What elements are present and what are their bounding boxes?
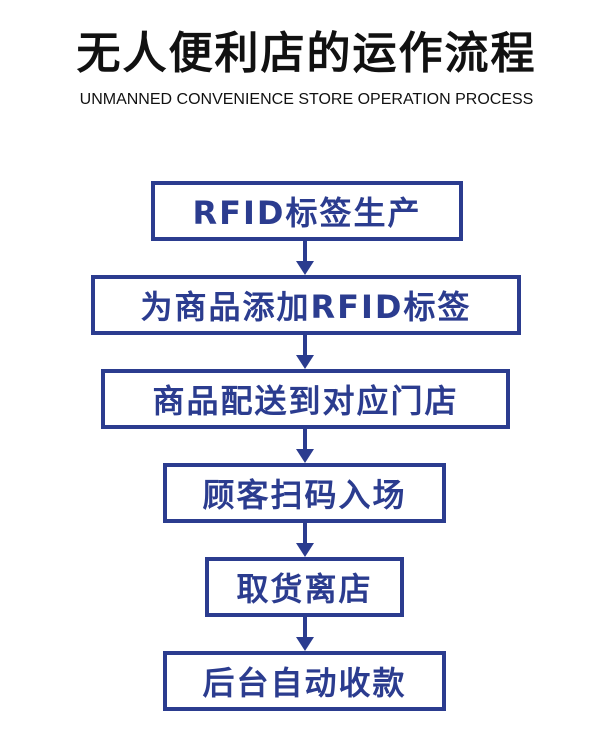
step-deliver-to-store: 商品配送到对应门店 — [101, 369, 510, 429]
step-customer-scan-entry: 顾客扫码入场 — [163, 463, 446, 523]
step-rfid-tag-production: RFID标签生产 — [151, 181, 463, 241]
arrow-down-icon — [295, 429, 315, 463]
arrow-down-icon — [295, 523, 315, 557]
page-subtitle: UNMANNED CONVENIENCE STORE OPERATION PRO… — [79, 91, 534, 108]
step-pick-up-and-leave: 取货离店 — [205, 557, 404, 617]
arrow-down-icon — [295, 617, 315, 651]
arrow-down-icon — [295, 241, 315, 275]
page-title: 无人便利店的运作流程 — [76, 28, 537, 79]
step-add-rfid-tag: 为商品添加RFID标签 — [91, 275, 521, 335]
step-auto-payment: 后台自动收款 — [163, 651, 446, 711]
arrow-down-icon — [295, 335, 315, 369]
